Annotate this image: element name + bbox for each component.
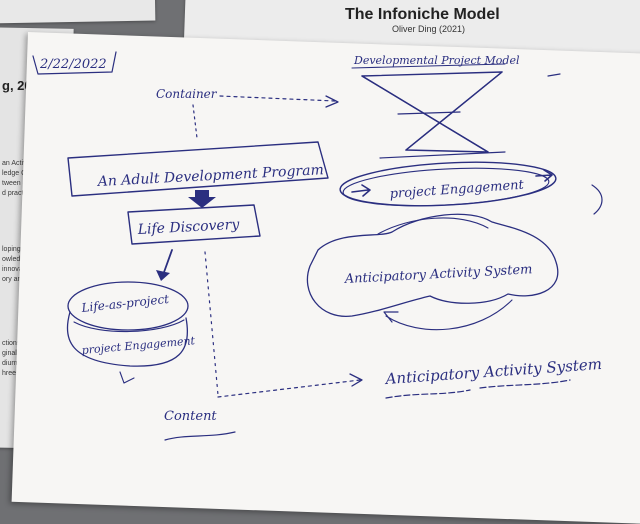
arrowhead-icon xyxy=(535,169,553,182)
project-engagement-oval-inner xyxy=(342,167,550,207)
cylinder-top xyxy=(67,281,189,331)
anticipatory-bottom-label: Anticipatory Activity System xyxy=(383,355,602,388)
down-arrow-icon xyxy=(188,190,216,208)
hourglass-diagonals xyxy=(361,71,503,153)
margin-text-fragment: ginally p xyxy=(2,350,28,357)
life-discovery-label: Life Discovery xyxy=(136,217,240,238)
date-label: 2/22/2022 xyxy=(39,57,107,72)
stray-mark xyxy=(547,73,561,77)
arrowhead-icon xyxy=(383,311,399,323)
developmental-project-model-title: Developmental Project Model xyxy=(353,54,520,67)
dotted-connector xyxy=(204,251,219,396)
document-title: The Infoniche Model xyxy=(345,6,500,23)
content-underline xyxy=(164,431,236,441)
cylinder-tail-mark xyxy=(119,371,135,384)
date-underline xyxy=(32,51,117,75)
margin-text-fragment: d practic xyxy=(2,190,29,197)
arrow-shaft xyxy=(162,249,173,276)
life-discovery-box xyxy=(127,204,261,245)
margin-text-fragment: dium. L xyxy=(2,360,25,367)
content-label: Content xyxy=(164,409,217,424)
margin-text-fragment: an Activit xyxy=(2,160,31,167)
life-as-project-label: Life-as-project xyxy=(80,292,170,315)
cylinder-middle-line xyxy=(73,319,185,333)
arrowhead-icon xyxy=(325,95,339,108)
margin-text-fragment: tween ac xyxy=(2,180,31,187)
arrowhead-icon xyxy=(351,184,371,197)
dotted-connector xyxy=(192,104,198,139)
anticipatory-loop-outline xyxy=(306,213,559,317)
margin-text-fragment: hree bo xyxy=(2,370,26,377)
anticipatory-underline xyxy=(385,379,571,399)
project-engagement-small-label: project Engagement xyxy=(81,334,196,357)
title-underline xyxy=(351,63,506,69)
hourglass-x-shape xyxy=(361,71,503,153)
hourglass-crossbar xyxy=(397,111,461,115)
cylinder-body xyxy=(66,311,189,367)
margin-text-fragment: innovat xyxy=(2,266,25,273)
content-dotted-arrow xyxy=(217,379,361,398)
arrowhead-icon xyxy=(349,373,363,387)
program-box-outline xyxy=(67,141,329,197)
loop-lower-arc xyxy=(385,299,513,331)
document-author: Oliver Ding (2021) xyxy=(392,24,466,34)
arrowhead-icon xyxy=(156,270,170,281)
margin-bracket xyxy=(591,184,603,215)
container-label: Container xyxy=(156,87,218,101)
container-dotted-arrow xyxy=(219,95,336,102)
loop-inner-arc xyxy=(377,217,489,235)
margin-text-fragment: ory and xyxy=(2,276,26,283)
margin-text-fragment: owledge xyxy=(2,256,29,263)
margin-text-fragment: loping a xyxy=(2,246,27,253)
hourglass-base xyxy=(379,151,506,159)
handwritten-sketch: 2/22/2022 Container An Adult Development… xyxy=(32,51,603,441)
margin-text-fragment: ctions w xyxy=(2,340,28,347)
anticipatory-loop-label: Anticipatory Activity System xyxy=(343,262,532,287)
margin-text-fragment: ledge Cu xyxy=(2,170,31,177)
